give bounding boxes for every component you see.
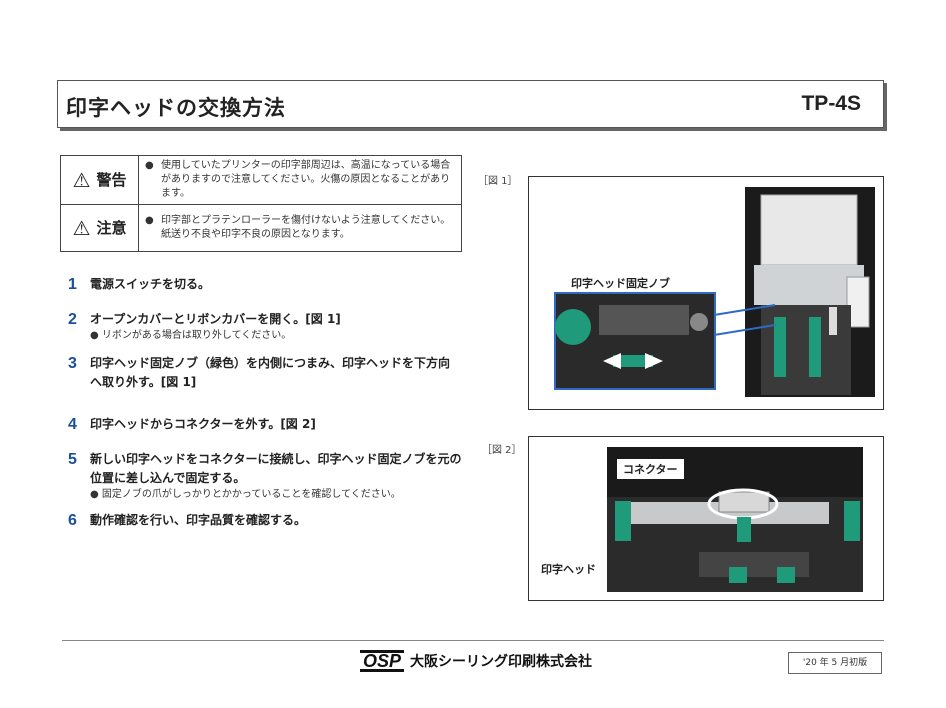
page-title: 印字ヘッドの交換方法 — [66, 96, 286, 120]
figure-2-photo — [607, 447, 863, 592]
step-text: 新しい印字ヘッドをコネクターに接続し、印字ヘッド固定ノブを元の位置に差し込んで固… — [90, 452, 462, 485]
connector-callout: コネクター — [617, 459, 684, 479]
bullet-icon: ● — [145, 215, 154, 226]
step-1: 1 電源スイッチを切る。 — [68, 275, 470, 294]
caution-label-cell: ⚠ 注意 — [60, 204, 139, 252]
step-number: 3 — [68, 355, 77, 372]
edition-badge: '20 年 5 月初版 — [788, 652, 882, 674]
step-3: 3 印字ヘッド固定ノブ（緑色）を内側につまみ、印字ヘッドを下方向へ取り外す。[図… — [68, 354, 460, 392]
figure-2: コネクター 印字ヘッド — [528, 436, 884, 601]
head-callout: 印字ヘッド — [539, 561, 598, 577]
title-bar: 印字ヘッドの交換方法 TP-4S — [57, 80, 884, 128]
step-text: オープンカバーとリボンカバーを開く。[図 1] — [90, 312, 341, 326]
step-4: 4 印字ヘッドからコネクターを外す。[図 2] — [68, 415, 470, 434]
step-number: 2 — [68, 311, 77, 328]
company-name: 大阪シーリング印刷株式会社 — [410, 654, 593, 670]
caution-row: ⚠ 注意 ● 印字部とプラテンローラーを傷付けないよう注意してください。紙送り不良や… — [60, 204, 462, 252]
step-2: 2 オープンカバーとリボンカバーを開く。[図 1] ● リボンがある場合は取り外… — [68, 310, 470, 343]
warning-label-cell: ⚠ 警告 — [60, 155, 139, 205]
step-number: 1 — [68, 276, 77, 293]
step-text: 動作確認を行い、印字品質を確認する。 — [90, 513, 307, 527]
figure-1-label: ［図 1］ — [478, 176, 518, 187]
model-name: TP-4S — [801, 92, 861, 115]
step-note: ● リボンがある場合は取り外してください。 — [90, 330, 292, 341]
step-5: 5 新しい印字ヘッドをコネクターに接続し、印字ヘッド固定ノブを元の位置に差し込ん… — [68, 450, 465, 502]
figure-2-label: ［図 2］ — [482, 445, 522, 456]
footer-divider — [62, 640, 884, 641]
caution-triangle-icon: ⚠ — [72, 216, 91, 240]
logo-mark: OSP — [360, 650, 405, 672]
bullet-icon: ● — [145, 160, 154, 171]
step-number: 4 — [68, 416, 77, 433]
step-number: 5 — [68, 451, 77, 468]
figure-1: 印字ヘッド固定ノブ — [528, 176, 884, 410]
warning-text-cell: ● 使用していたプリンターの印字部周辺は、高温になっている場合がありますので注意し… — [138, 155, 462, 205]
warning-triangle-icon: ⚠ — [72, 168, 91, 192]
caution-text: 印字部とプラテンローラーを傷付けないよう注意してください。紙送り不良や印字不良の… — [161, 215, 451, 240]
step-note: ● 固定ノブの爪がしっかりとかかっていることを確認してください。 — [90, 489, 401, 500]
warning-row: ⚠ 警告 ● 使用していたプリンターの印字部周辺は、高温になっている場合がありますの… — [60, 155, 462, 205]
warning-label: 警告 — [96, 171, 127, 189]
caution-text-cell: ● 印字部とプラテンローラーを傷付けないよう注意してください。紙送り不良や印字不良… — [138, 204, 462, 252]
figure-1-photo — [554, 187, 875, 397]
step-text: 印字ヘッドからコネクターを外す。[図 2] — [90, 417, 316, 431]
step-6: 6 動作確認を行い、印字品質を確認する。 — [68, 511, 470, 530]
step-text: 電源スイッチを切る。 — [90, 277, 211, 291]
caution-label: 注意 — [96, 219, 127, 237]
company-logo: OSP 大阪シーリング印刷株式会社 — [360, 650, 592, 672]
warning-table: ⚠ 警告 ● 使用していたプリンターの印字部周辺は、高温になっている場合がありますの… — [60, 155, 462, 252]
warning-text: 使用していたプリンターの印字部周辺は、高温になっている場合がありますので注意して… — [161, 160, 451, 199]
step-text: 印字ヘッド固定ノブ（緑色）を内側につまみ、印字ヘッドを下方向へ取り外す。[図 1… — [90, 356, 451, 389]
knob-callout: 印字ヘッド固定ノブ — [569, 275, 672, 291]
step-number: 6 — [68, 512, 77, 529]
